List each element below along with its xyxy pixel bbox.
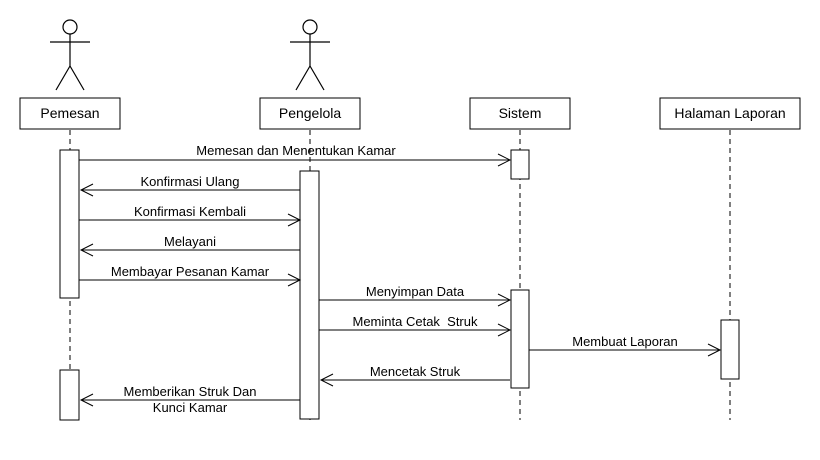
message-label: Melayani: [164, 234, 216, 249]
message-meminta-cetak-struk: Meminta Cetak Struk: [319, 314, 512, 337]
activation-pengelola: [299, 170, 320, 420]
participant-label: Pengelola: [279, 105, 341, 121]
message-menyimpan-data: Menyimpan Data: [319, 284, 512, 307]
actor-pengelola-icon: [290, 19, 330, 91]
message-label-line-2: Kunci Kamar: [153, 400, 228, 415]
message-membayar: Membayar Pesanan Kamar: [79, 264, 302, 287]
message-konfirmasi-ulang: Konfirmasi Ulang: [79, 174, 300, 197]
activation-halaman-laporan: [720, 319, 740, 380]
activation-pemesan-2: [59, 369, 80, 421]
message-label: Memberikan Struk Dan: [124, 384, 257, 399]
message-label: Memesan dan Menentukan Kamar: [196, 143, 396, 158]
activation-sistem-2: [510, 289, 530, 389]
message-membuat-laporan: Membuat Laporan: [529, 334, 722, 357]
message-label: Membayar Pesanan Kamar: [111, 264, 270, 279]
message-melayani: Melayani: [79, 234, 300, 257]
actor-pemesan-icon: [50, 19, 90, 91]
message-label: Meminta Cetak Struk: [353, 314, 478, 329]
activation-sistem-1: [510, 149, 530, 180]
participant-label: Pemesan: [40, 105, 99, 121]
message-label: Membuat Laporan: [572, 334, 678, 349]
participant-pemesan: Pemesan: [19, 97, 121, 130]
message-memberikan-struk: Memberikan Struk Dan Kunci Kamar: [79, 384, 300, 415]
message-label: Konfirmasi Kembali: [134, 204, 246, 219]
message-memesan: Memesan dan Menentukan Kamar: [79, 143, 512, 167]
message-konfirmasi-kembali: Konfirmasi Kembali: [79, 204, 302, 227]
message-mencetak-struk: Mencetak Struk: [319, 364, 510, 387]
message-label: Konfirmasi Ulang: [141, 174, 240, 189]
message-label: Menyimpan Data: [366, 284, 465, 299]
participant-pengelola: Pengelola: [259, 97, 361, 130]
message-label: Mencetak Struk: [370, 364, 461, 379]
activation-pemesan-1: [59, 149, 80, 299]
participant-sistem: Sistem: [469, 97, 571, 130]
participant-label: Halaman Laporan: [674, 105, 785, 121]
participant-halaman-laporan: Halaman Laporan: [659, 97, 801, 130]
participant-label: Sistem: [499, 105, 542, 121]
